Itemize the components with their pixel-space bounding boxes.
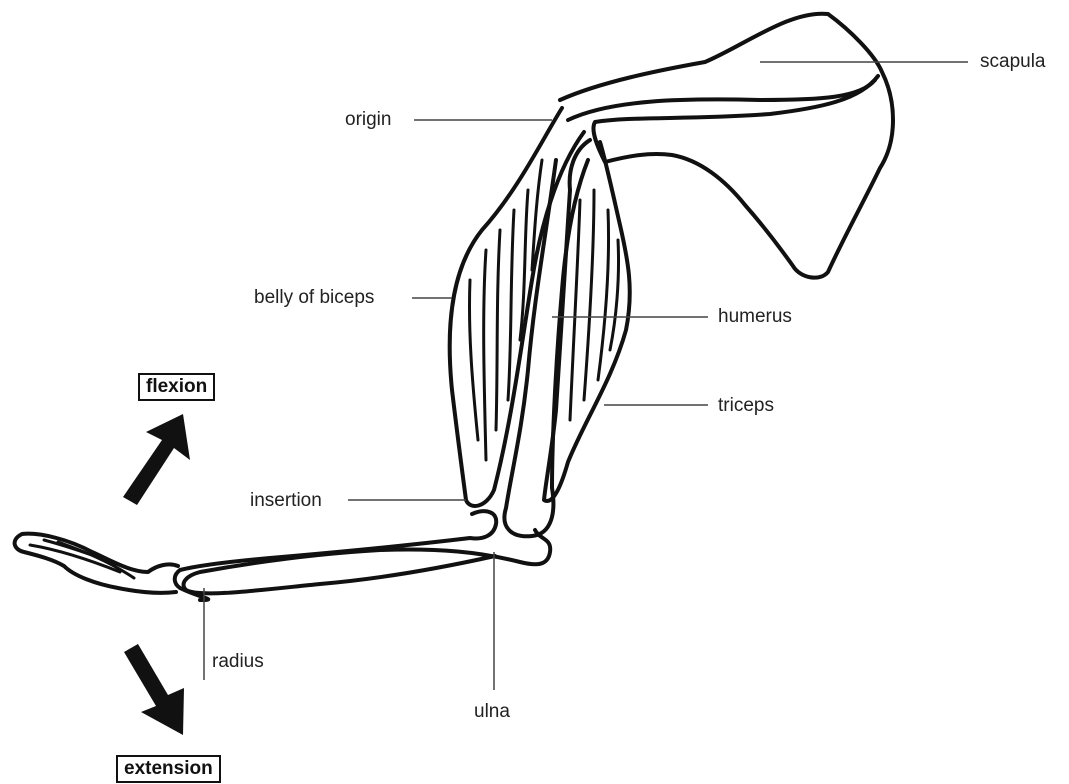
scapula-label: scapula [980, 52, 1046, 71]
belly-of-biceps-label: belly of biceps [254, 288, 374, 307]
flexion-label: flexion [138, 373, 215, 401]
extension-label: extension [116, 755, 221, 783]
flexion-arrow-icon [123, 414, 190, 505]
origin-label: origin [345, 110, 391, 129]
humerus-label: humerus [718, 307, 792, 326]
radius-label: radius [212, 652, 264, 671]
triceps-muscle [544, 140, 630, 501]
scapula-spine [568, 80, 875, 120]
insertion-label: insertion [250, 491, 322, 510]
extension-arrow-icon [124, 644, 184, 735]
radius-bone [175, 511, 496, 600]
triceps-label: triceps [718, 396, 774, 415]
muscle-fibers [469, 160, 618, 460]
ulna-label: ulna [474, 702, 510, 721]
